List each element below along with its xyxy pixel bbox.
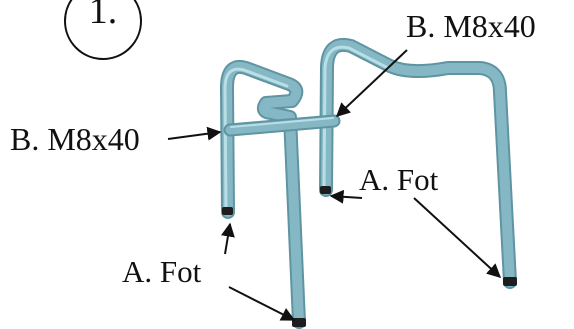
foot-cap-back-left xyxy=(222,207,233,215)
part-label-a-right: A. Fot xyxy=(359,162,439,197)
foot-cap-front-right xyxy=(503,277,517,286)
pointer-arrows xyxy=(167,49,502,321)
cross-bar xyxy=(223,114,341,137)
arrow-a-right-to-foot xyxy=(413,197,502,278)
back-left-tube xyxy=(220,60,306,329)
foot-caps xyxy=(222,186,517,327)
arrow-a-right-to-leg xyxy=(329,189,363,204)
arrow-a-left-up xyxy=(221,222,235,255)
arrow-b-top xyxy=(335,49,408,117)
back-right-tube xyxy=(319,38,517,289)
foot-cap-back-right xyxy=(320,186,331,194)
arrow-a-left-down xyxy=(228,286,296,321)
foot-cap-front-left xyxy=(292,318,306,327)
part-label-b-left: B. M8x40 xyxy=(10,121,140,157)
part-label-b-top: B. M8x40 xyxy=(406,8,536,44)
part-label-a-left: A. Fot xyxy=(122,254,202,289)
arrow-b-left xyxy=(167,126,222,141)
step-number: 1. xyxy=(88,0,118,32)
